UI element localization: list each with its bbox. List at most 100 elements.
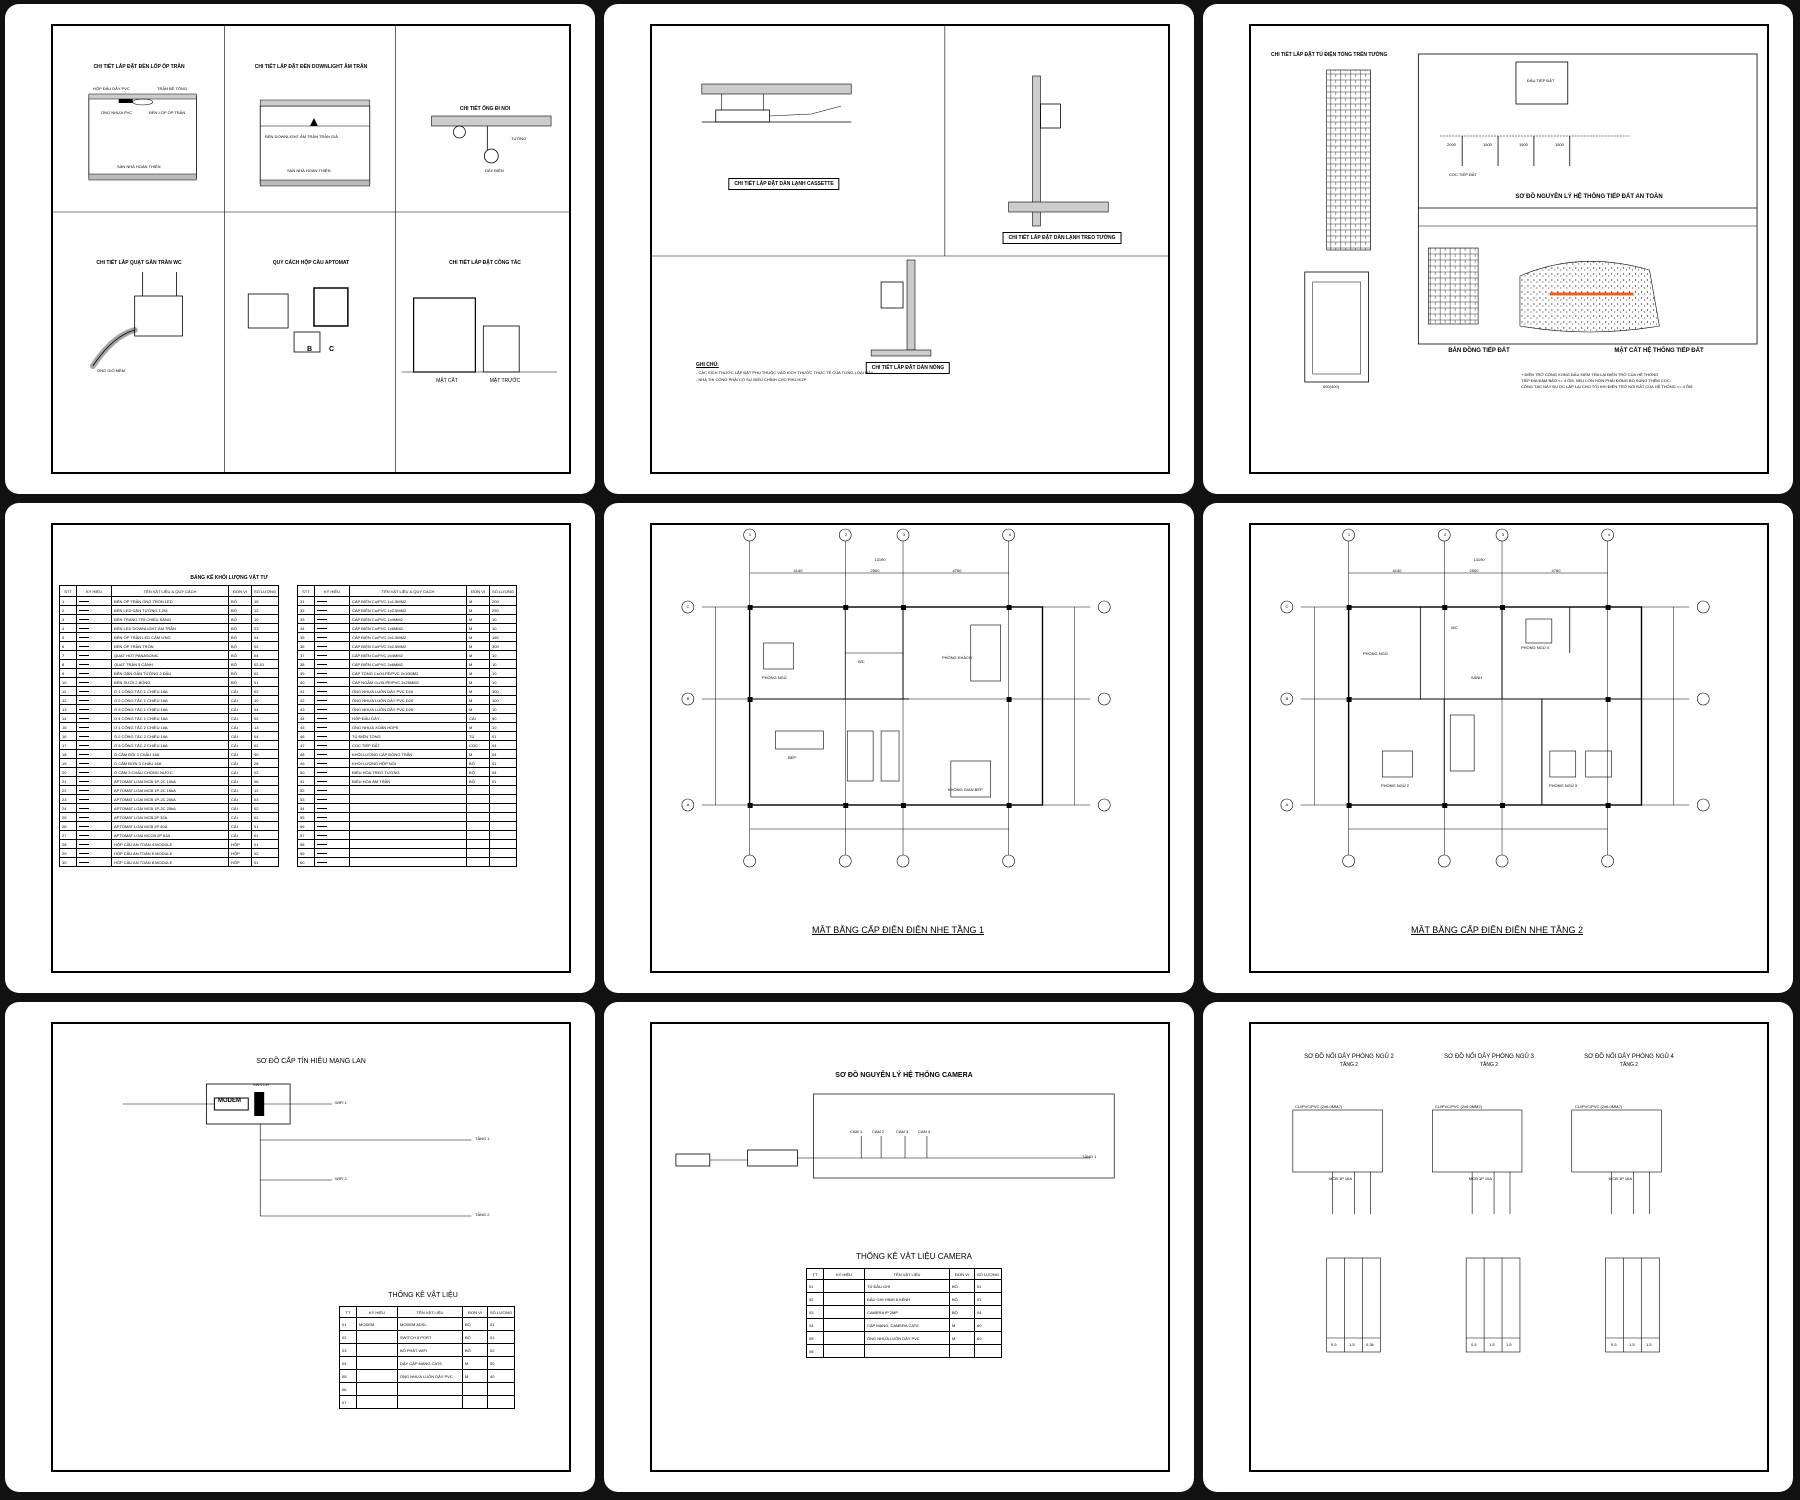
table-cell: ĐÈN SƯỞI 2 BÓNG — [110, 677, 230, 687]
table-cell: TỦ — [466, 731, 491, 741]
column-header: ĐƠN VỊ — [466, 585, 491, 597]
symbol-cell — [314, 803, 350, 813]
table-cell: 28 — [251, 758, 279, 768]
table-cell: CÁI — [228, 722, 253, 732]
table-cell: 01 — [974, 1279, 1002, 1293]
table-cell — [466, 821, 491, 831]
room-label: WC — [1451, 625, 1458, 630]
table-cell — [823, 1331, 865, 1345]
table-cell: BỘ — [949, 1305, 975, 1319]
table-cell: Ổ 3 CÔNG TẮC 2 CHIỀU 16A — [110, 740, 230, 750]
table-cell: 31 — [297, 596, 315, 606]
symbol-cell — [76, 641, 112, 651]
grounding-linework — [1304, 53, 1758, 383]
symbol-cell — [314, 740, 350, 750]
table-cell: 38 — [297, 659, 315, 669]
symbol-cell — [314, 857, 350, 867]
symbol-cell — [76, 839, 112, 849]
table-title: BẢNG KÊ KHỐI LƯỢNG VẬT TƯ — [190, 575, 268, 581]
table-cell — [489, 794, 517, 804]
table-cell: M — [466, 704, 491, 714]
table-cell — [397, 1382, 463, 1396]
table-cell: 10 — [489, 677, 517, 687]
table-cell: 04 — [251, 632, 279, 642]
symbol-cell — [76, 596, 112, 606]
table-cell: Ổ CẮM ĐÔI 3 CHẤU 16A — [110, 749, 230, 759]
sheet-floor-1-plan: 1 2 3 4 C B A 4140 2500 4760 13190 PHÒNG… — [604, 503, 1194, 993]
table-cell: BỘ — [228, 677, 253, 687]
table-cell: SWITCH 8 PORT — [397, 1330, 463, 1344]
symbol-cell — [314, 812, 350, 822]
table-cell: CÁP NGẦM Cu/XLPE/PVC 2x25MM2 — [348, 677, 468, 687]
symbol-cell — [314, 623, 350, 633]
label: TRẦN BÊ TÔNG — [157, 86, 187, 91]
table-cell: M — [462, 1356, 488, 1370]
table-cell: 01 — [487, 1317, 515, 1331]
label: TRẦN GIẢ — [319, 134, 338, 139]
table-cell: 04 — [251, 731, 279, 741]
table-cell: ĐÈN LED DOWNLIGHT ÂM TRẦN — [110, 623, 230, 633]
floor-label: TẦNG 1 — [475, 1136, 490, 1141]
table-cell: 01 — [489, 758, 517, 768]
symbol-cell — [76, 686, 112, 696]
symbol-cell — [76, 857, 112, 867]
table-cell: KHỐI LƯỢNG HỘP NỐI — [348, 758, 468, 768]
sheet-title: MẶT BẰNG CẤP ĐIỆN ĐIỆN NHẸ TẦNG 1 — [811, 925, 985, 935]
column-header: SỐ LƯỢNG — [487, 1306, 515, 1318]
table-cell — [397, 1395, 463, 1409]
table-cell: CỌC — [466, 740, 491, 750]
table-row: 07 — [339, 1395, 515, 1409]
title-section: MẶT CẮT HỆ THỐNG TIẾP ĐẤT — [1614, 348, 1704, 354]
table-cell: 24 — [59, 803, 77, 813]
table-cell: 19 — [59, 758, 77, 768]
symbol-cell — [314, 686, 350, 696]
dimension: 4140 — [793, 568, 803, 573]
table-cell: 18 — [59, 749, 77, 759]
table-cell: M — [466, 749, 491, 759]
dimension: 13190 — [874, 557, 886, 562]
title-cabinet: CHI TIẾT LẮP ĐẶT TỦ ĐIỆN TỔNG TRÊN TƯỜNG — [1271, 52, 1388, 58]
table-title: THỐNG KÊ VẬT LIỆU — [388, 1292, 458, 1299]
label: SÀN NHÀ HOÀN THIỆN — [117, 164, 161, 169]
table-cell: 01 — [251, 839, 279, 849]
table-cell: CÁI — [228, 704, 253, 714]
grid-label: 4 — [1607, 532, 1611, 537]
symbol-cell — [76, 821, 112, 831]
grid-label: A — [1285, 802, 1289, 807]
column-header: STT — [59, 585, 77, 597]
camera-material-table: TT KÝ HIỆU TÊN VẬT LIỆU ĐƠN VỊ SỐ LƯỢNG … — [806, 1268, 1002, 1358]
table-cell: CÁI — [466, 713, 491, 723]
table-cell: 04 — [806, 1318, 824, 1332]
wifi-label: WIFI 2 — [335, 1176, 347, 1181]
table-cell — [823, 1344, 865, 1358]
table-cell: 11 — [59, 686, 77, 696]
table-cell — [466, 812, 491, 822]
dimension: 13190 — [1473, 557, 1485, 562]
label: ĐẦU TIẾP ĐẤT — [1527, 78, 1555, 83]
symbol-cell — [76, 614, 112, 624]
table-cell: M — [466, 668, 491, 678]
detail-title: CHI TIẾT LẮP ĐẶT DÀN LẠNH TREO TƯỜNG — [1002, 232, 1122, 244]
symbol-cell — [314, 794, 350, 804]
table-cell — [489, 848, 517, 858]
table-cell: M — [462, 1369, 488, 1383]
table-cell: APTOMAT LOẠI MCB 1P-2C 20kA — [110, 794, 230, 804]
table-cell: 51 — [297, 776, 315, 786]
title-schema: SƠ ĐỒ NGUYÊN LÝ HỆ THỐNG TIẾP ĐẤT AN TOÀ… — [1515, 194, 1663, 200]
table-cell: 49 — [297, 758, 315, 768]
table-cell — [489, 830, 517, 840]
symbol-cell — [76, 731, 112, 741]
table-cell: 300 — [489, 641, 517, 651]
table-cell: 03 — [806, 1305, 824, 1319]
table-cell: 04 — [489, 767, 517, 777]
table-cell: 57 — [297, 830, 315, 840]
column-header: KÝ HIỆU — [76, 585, 112, 597]
